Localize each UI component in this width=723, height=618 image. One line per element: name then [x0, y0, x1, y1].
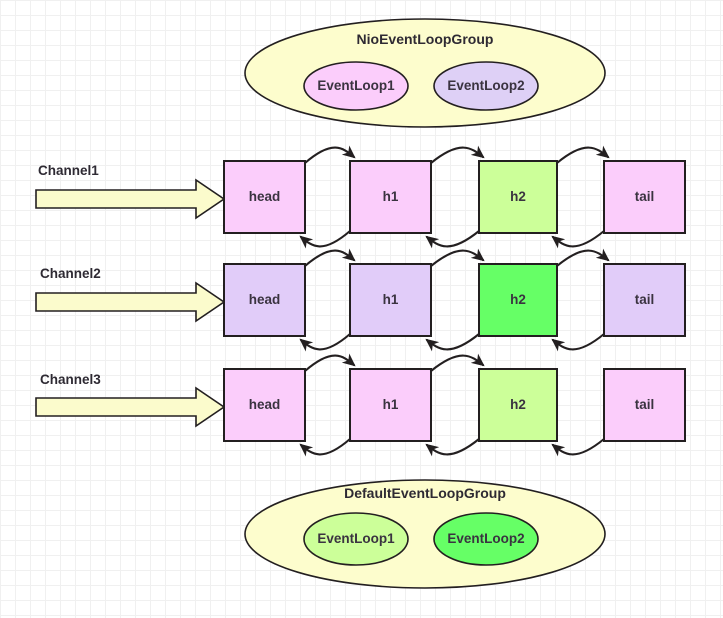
channel2-inbound-arrow[interactable]: [35, 281, 226, 323]
c3-conn-2-forward-arrow[interactable]: [429, 353, 485, 373]
c1-conn-3-backward-arrow[interactable]: [551, 229, 606, 249]
nio-event-loop-group-ellipse[interactable]: [244, 18, 606, 128]
c3-h2-box[interactable]: [478, 368, 558, 442]
nio-event-loop-1-ellipse[interactable]: [303, 61, 409, 111]
c2-conn-3-forward-arrow[interactable]: [555, 248, 610, 268]
c1-conn-2-forward-arrow[interactable]: [429, 145, 485, 165]
c3-head-box[interactable]: [223, 368, 306, 442]
c3-conn-3-backward-arrow[interactable]: [551, 437, 606, 457]
default-event-loop-2-ellipse[interactable]: [433, 512, 539, 566]
c1-conn-1-forward-arrow[interactable]: [303, 145, 356, 165]
default-event-loop-group-ellipse[interactable]: [244, 479, 606, 589]
c3-conn-1-forward-arrow[interactable]: [303, 353, 356, 373]
c2-conn-2-forward-arrow[interactable]: [429, 248, 485, 268]
c1-conn-1-backward-arrow[interactable]: [299, 229, 352, 249]
nio-event-loop-2-ellipse[interactable]: [433, 61, 539, 111]
c2-tail-box[interactable]: [603, 263, 686, 337]
c3-conn-2-backward-arrow[interactable]: [425, 437, 481, 457]
c2-conn-2-backward-arrow[interactable]: [425, 332, 481, 352]
c1-tail-box[interactable]: [603, 160, 686, 234]
c2-head-box[interactable]: [223, 263, 306, 337]
c3-h1-box[interactable]: [349, 368, 432, 442]
c2-conn-1-forward-arrow[interactable]: [303, 248, 356, 268]
c1-h2-box[interactable]: [478, 160, 558, 234]
default-event-loop-1-ellipse[interactable]: [303, 512, 409, 566]
channel3-inbound-arrow[interactable]: [35, 386, 226, 428]
c2-conn-3-backward-arrow[interactable]: [551, 332, 606, 352]
c2-conn-1-backward-arrow[interactable]: [299, 332, 352, 352]
c1-h1-box[interactable]: [349, 160, 432, 234]
c3-tail-box[interactable]: [603, 368, 686, 442]
channel1-inbound-arrow[interactable]: [35, 178, 226, 220]
c1-conn-2-backward-arrow[interactable]: [425, 229, 481, 249]
c3-conn-1-backward-arrow[interactable]: [299, 437, 352, 457]
c2-h2-box[interactable]: [478, 263, 558, 337]
c1-conn-3-forward-arrow[interactable]: [555, 145, 610, 165]
c2-h1-box[interactable]: [349, 263, 432, 337]
c1-head-box[interactable]: [223, 160, 306, 234]
